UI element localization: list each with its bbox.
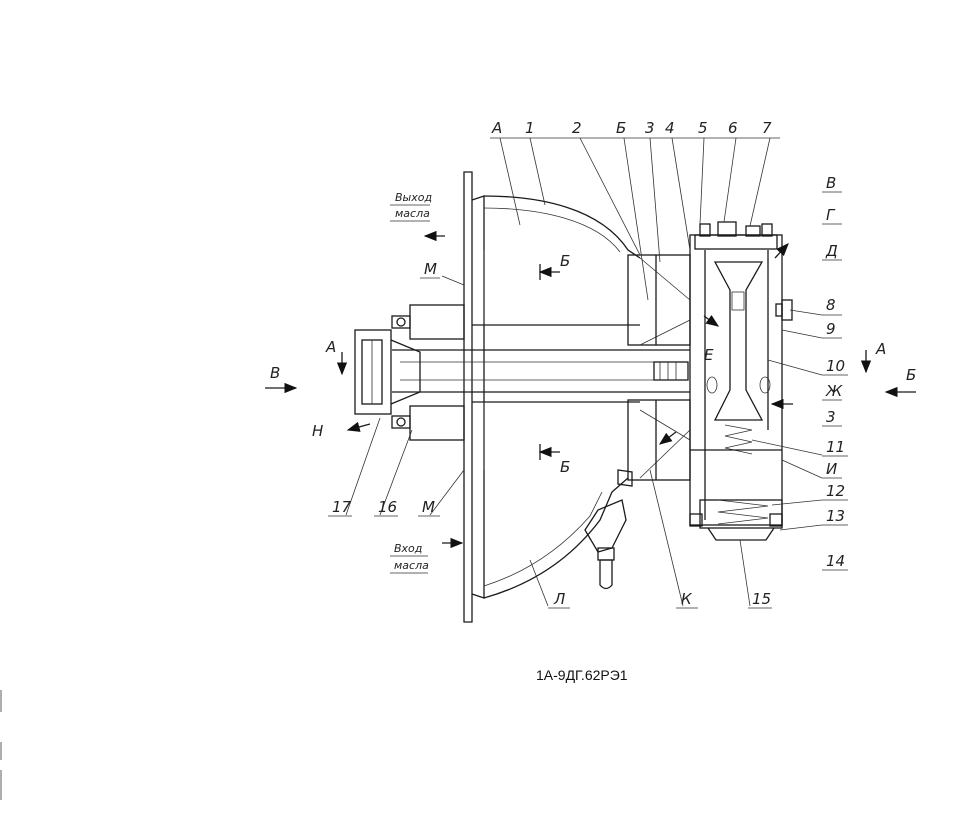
right-label-9: 11 [826, 438, 845, 456]
left-coupling [354, 304, 465, 441]
top-label-5: 3 [645, 119, 655, 137]
right-label-13: 14 [826, 552, 845, 570]
section-a-right: А [875, 340, 886, 358]
top-labels: А 1 2 Б 3 4 5 6 7 [490, 119, 780, 139]
right-label-5: 9 [826, 320, 836, 338]
oil-outlet-line1: Выход [395, 191, 432, 204]
right-label-12: 13 [826, 507, 845, 525]
oil-inlet-line1: Вход [394, 542, 422, 555]
left-label-n: Н [312, 422, 323, 440]
left-label-16: 16 [378, 498, 397, 516]
drawing-code: 1А-9ДГ.62РЭ1 [536, 667, 628, 683]
right-label-2: Г [826, 206, 836, 224]
bottom-label-15: 15 [752, 590, 771, 608]
section-b-right: Б [906, 366, 916, 384]
oil-inlet-line2: масла [394, 559, 429, 572]
top-label-1: А [491, 119, 502, 137]
right-label-4: 8 [826, 296, 836, 314]
bottom-labels: Л К 15 [548, 590, 772, 609]
leader-lines [345, 137, 823, 607]
right-label-1: В [826, 174, 836, 192]
section-b-upper: Б [560, 252, 570, 270]
left-label-m-upper: М [424, 260, 437, 278]
oil-outlet-line2: масла [395, 207, 430, 220]
section-b-lower: Б [560, 458, 570, 476]
right-label-10: И [826, 460, 837, 478]
left-label-17: 17 [332, 498, 352, 516]
right-labels: В Г Д 8 9 10 Ж 3 11 И 12 13 14 [822, 174, 848, 571]
section-v-left: В [270, 364, 280, 382]
shaft [392, 349, 690, 393]
top-label-9: 7 [762, 119, 772, 137]
impeller-hub [627, 254, 691, 481]
section-marks [265, 230, 916, 549]
top-label-3: 2 [572, 119, 582, 137]
oil-outlet-note: Выход масла [390, 191, 432, 222]
top-label-6: 4 [665, 119, 675, 137]
right-label-11: 12 [826, 482, 845, 500]
top-label-2: 1 [525, 119, 535, 137]
top-label-7: 5 [698, 119, 708, 137]
left-labels: М Н 17 16 М [312, 260, 440, 517]
lower-stub [584, 469, 633, 590]
oil-inlet-note: Вход масла [390, 542, 429, 574]
right-label-6: 10 [826, 357, 845, 375]
bottom-label-k: К [681, 590, 693, 608]
section-letters: Б Б Е А В А Б [270, 252, 916, 476]
right-label-8: 3 [826, 408, 836, 426]
right-label-7: Ж [825, 382, 843, 400]
bottom-label-l: Л [553, 590, 565, 608]
right-label-3: Д [825, 242, 838, 260]
main-housing [463, 171, 641, 623]
section-e: Е [704, 346, 714, 364]
top-label-8: 6 [728, 119, 738, 137]
left-label-m-lower: М [422, 498, 435, 516]
section-a-left: А [325, 338, 336, 356]
valve-housing [689, 221, 793, 541]
top-label-4: Б [616, 119, 626, 137]
